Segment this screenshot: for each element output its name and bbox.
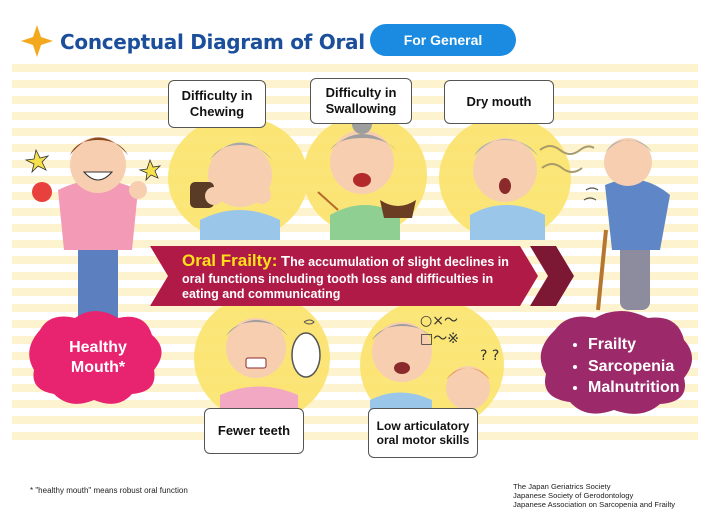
- frailty-cloud: [540, 311, 692, 414]
- chewing-person-figure: [190, 142, 280, 240]
- credit-jasf: Japanese Association on Sarcopenia and F…: [513, 500, 676, 510]
- outcome-sarcopenia: Sarcopenia: [588, 356, 680, 378]
- svg-text:□〜※: □〜※: [420, 331, 459, 347]
- star-icon: [20, 24, 54, 58]
- svg-text:○×〜: ○×〜: [420, 313, 458, 329]
- callout-chewing: Difficulty in Chewing: [168, 80, 266, 128]
- outcome-frailty: Frailty: [588, 334, 680, 356]
- frail-elderly-figure: [583, 138, 670, 311]
- callout-swallowing: Difficulty in Swallowing: [310, 78, 412, 124]
- dry-mouth-person-figure: [470, 138, 595, 240]
- oral-frailty-definition: Oral Frailty: The accumulation of slight…: [182, 250, 532, 303]
- outcome-list: Frailty Sarcopenia Malnutrition: [570, 334, 680, 399]
- credits: The Japan Geriatrics Society Japanese So…: [513, 482, 675, 509]
- svg-text:? ?: ? ?: [480, 348, 499, 364]
- callout-fewer-teeth: Fewer teeth: [204, 408, 304, 454]
- outcome-malnutrition: Malnutrition: [588, 377, 680, 399]
- healthy-man-figure: [24, 137, 162, 330]
- healthy-cloud: [29, 311, 162, 404]
- oral-frailty-arrow: [150, 246, 574, 306]
- credit-jsg: Japanese Society of Gerodontology: [513, 491, 634, 501]
- fewer-teeth-person-figure: [220, 318, 321, 410]
- callout-dry-mouth: Dry mouth: [444, 80, 554, 124]
- definition-text: he accumulation of slight declines in or…: [182, 255, 509, 302]
- callout-articulatory: Low articulatory oral motor skills: [368, 408, 478, 458]
- credit-jgs: The Japan Geriatrics Society: [513, 482, 611, 491]
- footnote: * "healthy mouth" means robust oral func…: [30, 486, 188, 495]
- healthy-mouth-label: Healthy Mouth*: [69, 339, 127, 376]
- swallowing-person-figure: [317, 114, 416, 240]
- audience-badge: For General: [370, 24, 516, 56]
- oral-frailty-term: Oral Frailty:: [182, 251, 278, 270]
- definition-first-letter: T: [280, 253, 291, 270]
